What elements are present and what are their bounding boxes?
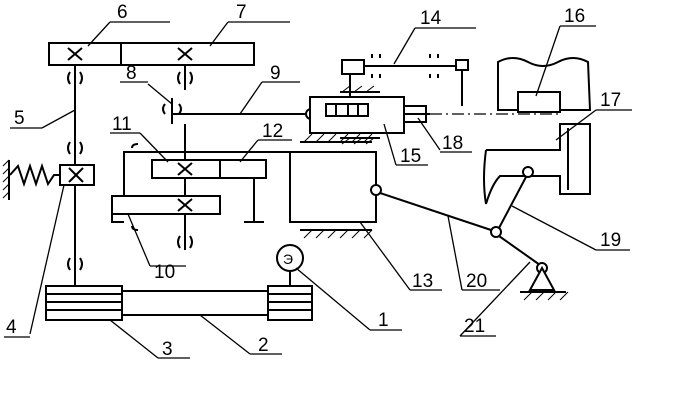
label-8: 8 bbox=[126, 63, 137, 84]
left-shaft bbox=[67, 65, 83, 288]
label-20: 20 bbox=[466, 271, 487, 292]
label-12: 12 bbox=[262, 121, 283, 142]
label-10: 10 bbox=[154, 262, 175, 283]
label-1: 1 bbox=[378, 310, 389, 331]
gear7-shaft bbox=[177, 65, 193, 90]
upper-shaft-14 bbox=[341, 54, 469, 106]
label-11: 11 bbox=[112, 114, 132, 135]
label-14: 14 bbox=[420, 8, 442, 29]
workpiece-16 bbox=[497, 57, 592, 113]
label-9: 9 bbox=[270, 63, 281, 84]
top-gear-pair bbox=[48, 42, 255, 66]
label-15: 15 bbox=[400, 146, 421, 167]
label-16: 16 bbox=[564, 6, 585, 27]
label-2: 2 bbox=[258, 335, 269, 356]
gearbox bbox=[111, 124, 372, 250]
motor-symbol: Э bbox=[283, 251, 293, 267]
label-7: 7 bbox=[236, 2, 247, 23]
spring-clutch bbox=[2, 159, 95, 200]
slider-13 bbox=[289, 133, 377, 239]
label-19: 19 bbox=[600, 230, 621, 251]
label-17: 17 bbox=[600, 90, 621, 111]
leader-lines bbox=[4, 21, 632, 359]
label-21: 21 bbox=[464, 316, 485, 337]
label-3: 3 bbox=[162, 339, 173, 360]
part-labels: 6 7 5 8 9 11 12 10 13 14 15 16 17 18 19 … bbox=[6, 2, 621, 360]
spindle-head bbox=[309, 85, 560, 145]
label-5: 5 bbox=[14, 108, 25, 129]
label-13: 13 bbox=[412, 271, 433, 292]
label-4: 4 bbox=[6, 317, 17, 338]
table-17 bbox=[483, 123, 591, 205]
label-18: 18 bbox=[442, 133, 463, 154]
linkage bbox=[370, 166, 569, 301]
belt-drive bbox=[45, 244, 313, 321]
label-6: 6 bbox=[117, 2, 128, 23]
